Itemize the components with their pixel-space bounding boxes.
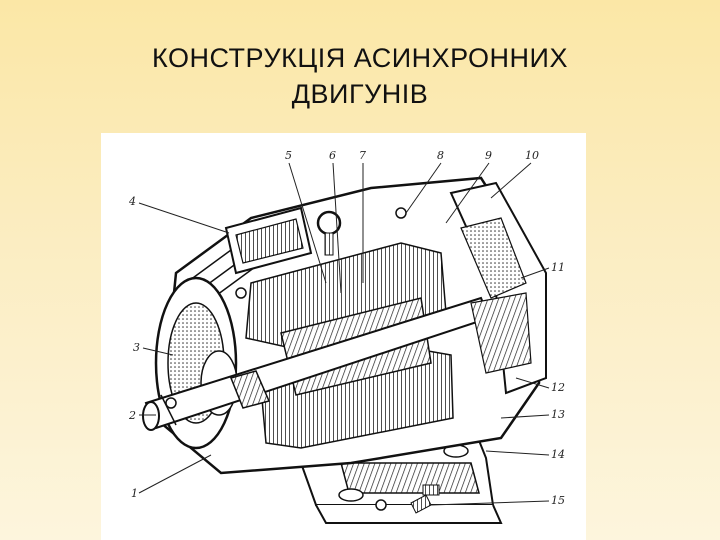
callout-12: 12 — [551, 381, 565, 394]
callout-14: 14 — [551, 448, 565, 461]
slide-title: КОНСТРУКЦІЯ АСИНХРОННИХ ДВИГУНІВ — [0, 40, 720, 112]
callout-6: 6 — [329, 149, 336, 162]
callout-leaders — [138, 162, 550, 506]
callout-10: 10 — [525, 149, 539, 162]
title-line-2: ДВИГУНІВ — [291, 79, 429, 109]
title-line-1: КОНСТРУКЦІЯ АСИНХРОННИХ — [152, 43, 568, 73]
callout-4: 4 — [128, 195, 136, 208]
motor-cutaway-illustration: 1 2 3 4 5 6 7 8 9 10 11 12 13 14 15 — [101, 133, 586, 540]
callout-1: 1 — [131, 487, 138, 500]
callout-11: 11 — [551, 261, 565, 274]
callout-8: 8 — [437, 149, 444, 162]
callout-3: 3 — [133, 341, 140, 354]
callout-5: 5 — [285, 149, 292, 162]
callout-13: 13 — [551, 408, 565, 421]
callout-2: 2 — [128, 409, 136, 422]
callout-15: 15 — [551, 494, 565, 507]
lifting-eye — [316, 210, 342, 256]
fixing-bolts — [165, 207, 432, 514]
terminal-box — [224, 206, 313, 275]
callout-labels: 1 2 3 4 5 6 7 8 9 10 11 12 13 14 15 — [128, 149, 565, 507]
callout-9: 9 — [485, 149, 492, 162]
callout-7: 7 — [359, 149, 366, 162]
fan-cover — [449, 181, 547, 395]
motor-drawing: 1 2 3 4 5 6 7 8 9 10 11 12 13 14 15 — [128, 149, 565, 524]
